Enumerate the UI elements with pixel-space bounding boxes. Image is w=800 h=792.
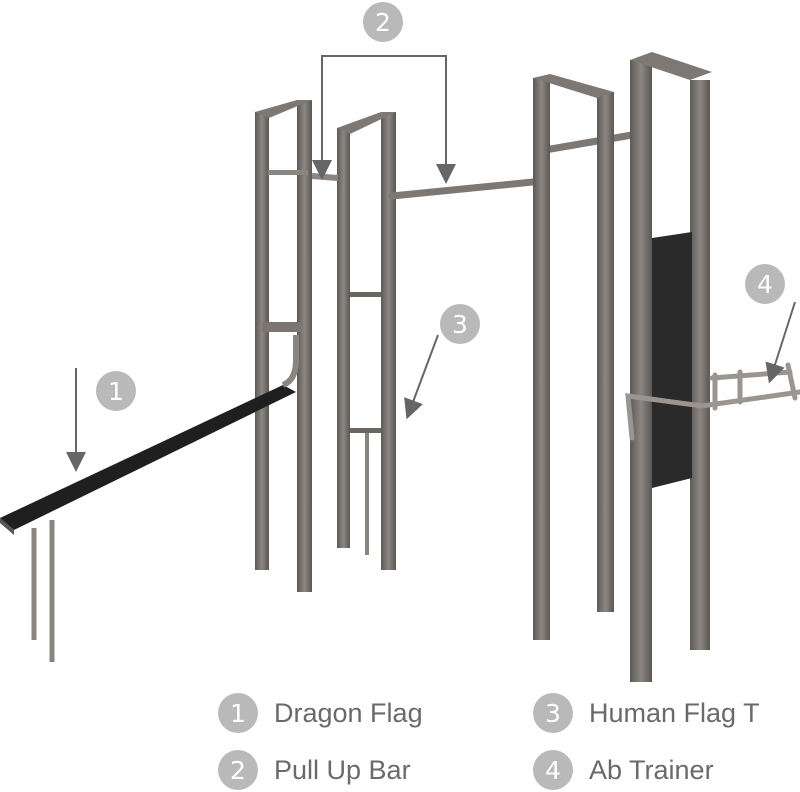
- legend-label: Dragon Flag: [274, 697, 423, 728]
- callout-3: 3: [440, 304, 480, 344]
- callout-4: 4: [745, 264, 785, 304]
- legend-label: Human Flag T: [589, 697, 760, 728]
- frame-a: [255, 100, 312, 592]
- frame-b: [337, 112, 396, 570]
- callout-arrows: [66, 55, 796, 472]
- frame-d: [630, 52, 712, 682]
- dragon-flag-bench: [0, 335, 299, 662]
- legend-item-human-flag-t: 3 Human Flag T: [533, 693, 760, 733]
- legend-label: Pull Up Bar: [274, 754, 411, 785]
- legend-item-ab-trainer: 4 Ab Trainer: [533, 750, 714, 790]
- legend-label: Ab Trainer: [589, 754, 714, 785]
- legend-item-dragon-flag: 1 Dragon Flag: [218, 693, 423, 733]
- legend-badge: 1: [218, 693, 258, 733]
- callout-1: 1: [96, 371, 136, 411]
- legend-badge: 3: [533, 693, 573, 733]
- callout-2: 2: [363, 2, 403, 42]
- legend-item-pull-up-bar: 2 Pull Up Bar: [218, 750, 411, 790]
- legend-badge: 4: [533, 750, 573, 790]
- pull-up-bars: [311, 131, 636, 200]
- legend-badge: 2: [218, 750, 258, 790]
- frame-c: [533, 74, 614, 640]
